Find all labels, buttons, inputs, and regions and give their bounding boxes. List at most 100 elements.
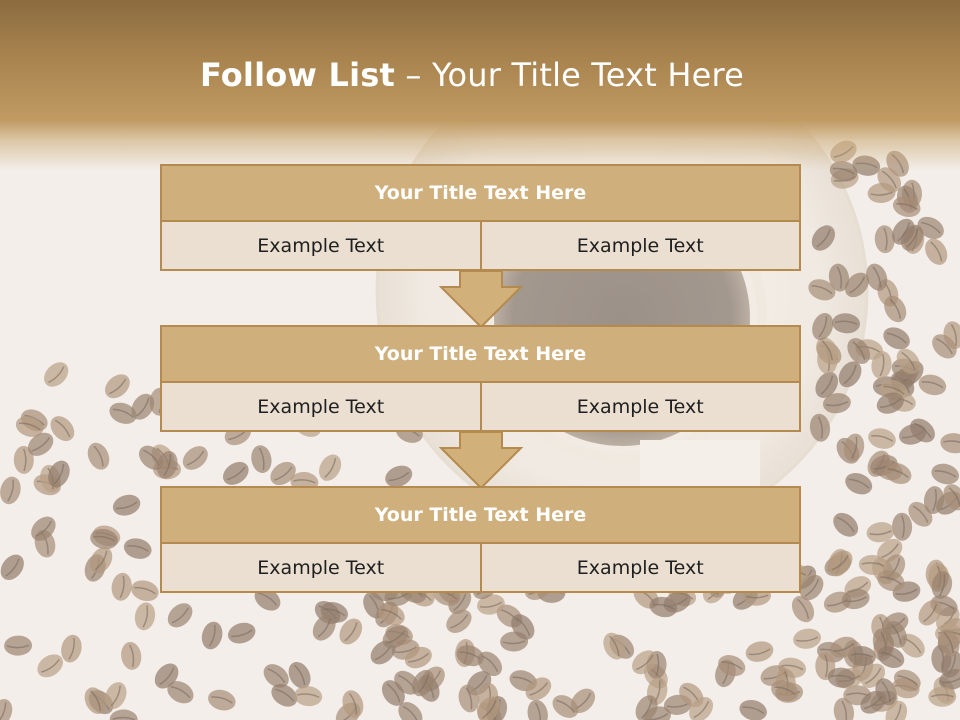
coffee-bean xyxy=(745,641,774,662)
step-block-3: Your Title Text Here Example Text Exampl… xyxy=(160,486,801,593)
coffee-bean xyxy=(109,402,137,424)
step-cell-right[interactable]: Example Text xyxy=(481,222,801,271)
coffee-bean xyxy=(87,442,110,470)
coffee-bean xyxy=(892,512,913,541)
coffee-bean xyxy=(632,650,657,675)
coffee-bean xyxy=(105,374,130,399)
coffee-bean xyxy=(477,651,502,677)
coffee-bean xyxy=(892,218,915,245)
coffee-bean xyxy=(893,669,921,692)
coffee-bean xyxy=(689,697,714,720)
coffee-bean xyxy=(847,338,871,364)
coffee-bean xyxy=(201,621,223,650)
step-cell-left[interactable]: Example Text xyxy=(160,222,482,271)
coffee-bean xyxy=(874,225,895,254)
coffee-bean xyxy=(0,554,24,580)
slide-title: Follow List – Your Title Text Here xyxy=(0,56,944,94)
coffee-bean xyxy=(48,460,70,488)
coffee-bean xyxy=(104,682,127,710)
coffee-bean xyxy=(382,625,409,649)
coffee-bean xyxy=(121,641,142,670)
coffee-bean xyxy=(811,225,836,251)
coffee-bean xyxy=(649,596,678,618)
down-arrow-icon xyxy=(439,432,523,490)
coffee-bean xyxy=(412,669,435,697)
coffee-bean xyxy=(928,686,957,707)
coffee-bean xyxy=(845,472,873,495)
coffee-bean xyxy=(89,547,113,574)
coffee-bean xyxy=(822,393,851,414)
coffee-bean xyxy=(877,570,905,592)
coffee-bean xyxy=(718,655,746,677)
coffee-bean xyxy=(446,609,472,633)
coffee-bean xyxy=(940,433,960,454)
coffee-bean xyxy=(885,621,907,648)
coffee-bean xyxy=(156,451,178,479)
coffee-bean xyxy=(27,432,54,456)
step-title[interactable]: Your Title Text Here xyxy=(160,164,801,222)
coffee-bean xyxy=(832,313,861,334)
coffee-bean xyxy=(288,661,311,689)
coffee-bean xyxy=(15,416,44,437)
coffee-bean xyxy=(123,538,152,559)
coffee-bean xyxy=(815,371,838,399)
coffee-bean xyxy=(319,454,342,481)
coffee-bean xyxy=(883,327,910,350)
coffee-bean xyxy=(771,680,799,702)
coffee-bean xyxy=(251,445,272,473)
coffee-bean xyxy=(342,690,364,718)
coffee-bean xyxy=(477,594,505,615)
coffee-bean xyxy=(866,522,895,543)
coffee-bean xyxy=(918,374,947,396)
coffee-bean xyxy=(884,295,907,323)
coffee-bean xyxy=(222,461,249,485)
coffee-bean xyxy=(860,690,887,714)
coffee-bean xyxy=(808,279,836,301)
coffee-bean xyxy=(112,494,141,516)
step-cell-right[interactable]: Example Text xyxy=(481,383,801,432)
coffee-bean xyxy=(227,622,256,644)
coffee-bean xyxy=(876,392,904,414)
coffee-bean xyxy=(527,699,548,720)
step-cell-right[interactable]: Example Text xyxy=(481,544,801,593)
slide-title-bold: Follow List xyxy=(199,56,396,94)
down-arrow-icon xyxy=(439,271,523,329)
coffee-bean xyxy=(877,646,905,669)
coffee-bean xyxy=(182,446,208,470)
coffee-bean xyxy=(13,445,34,474)
coffee-bean xyxy=(827,550,853,575)
step-cell-left[interactable]: Example Text xyxy=(160,544,482,593)
step-title[interactable]: Your Title Text Here xyxy=(160,325,801,383)
coffee-bean xyxy=(271,683,298,707)
step-cell-left[interactable]: Example Text xyxy=(160,383,482,432)
coffee-bean xyxy=(4,635,33,656)
coffee-bean xyxy=(552,695,579,718)
step-title[interactable]: Your Title Text Here xyxy=(160,486,801,544)
step-row: Example Text Example Text xyxy=(160,544,801,593)
coffee-bean xyxy=(816,337,839,364)
coffee-bean xyxy=(793,628,822,649)
coffee-bean xyxy=(254,587,281,611)
coffee-bean xyxy=(378,603,405,626)
coffee-bean xyxy=(931,571,953,599)
coffee-bean xyxy=(635,695,658,720)
coffee-bean xyxy=(937,629,960,657)
coffee-bean xyxy=(84,687,107,715)
coffee-bean xyxy=(398,701,423,720)
coffee-bean xyxy=(833,697,855,720)
coffee-bean xyxy=(0,698,13,720)
coffee-bean xyxy=(294,686,323,707)
coffee-bean xyxy=(134,602,156,631)
coffee-bean xyxy=(866,263,888,291)
slide-title-rest: – Your Title Text Here xyxy=(395,56,745,94)
coffee-bean xyxy=(385,465,413,487)
coffee-bean xyxy=(896,348,920,374)
coffee-bean xyxy=(90,528,118,550)
coffee-bean xyxy=(923,486,945,515)
coffee-bean xyxy=(167,681,194,704)
coffee-bean xyxy=(931,463,959,485)
coffee-bean xyxy=(844,272,870,298)
coffee-bean xyxy=(858,554,887,576)
coffee-bean xyxy=(917,216,944,239)
coffee-bean xyxy=(477,696,501,720)
